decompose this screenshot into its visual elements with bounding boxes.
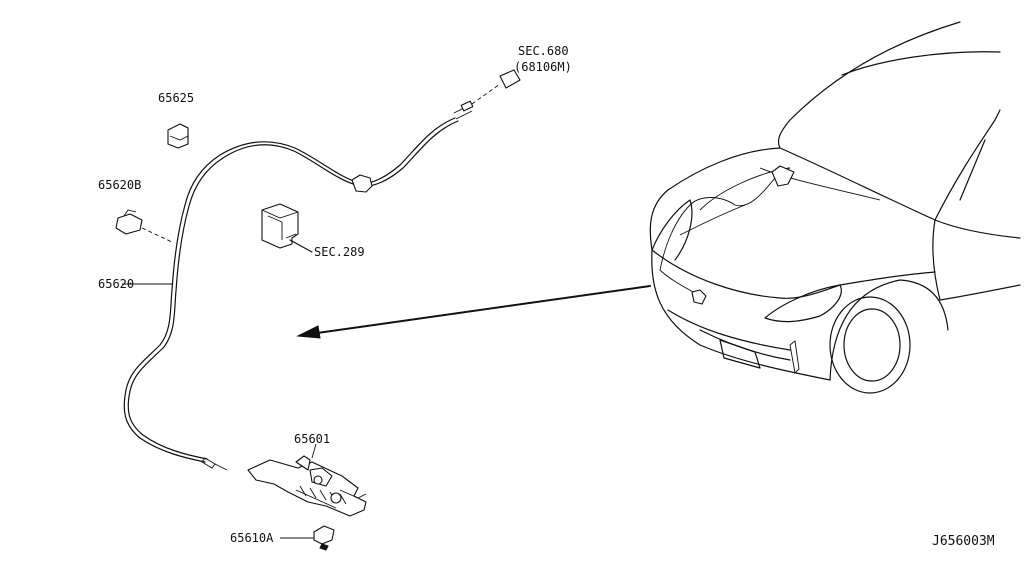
label-65601: 65601	[294, 432, 331, 446]
pointer-arrow	[296, 285, 651, 339]
label-sec289: SEC.289	[314, 245, 365, 259]
diagram-id: J656003M	[932, 534, 995, 549]
label-sec680: SEC.680	[518, 44, 569, 58]
label-sec680-code: (68106M)	[514, 60, 572, 74]
release-cable	[123, 100, 474, 471]
bracket-sec289	[261, 203, 313, 253]
leader-lines	[122, 283, 318, 539]
label-65625: 65625	[158, 91, 195, 105]
label-65620b: 65620B	[98, 178, 142, 192]
label-65610a: 65610A	[230, 531, 274, 545]
label-65620: 65620	[98, 277, 135, 291]
bolt-65610a	[313, 525, 335, 551]
clip-65625	[167, 123, 189, 149]
car-illustration	[649, 21, 1021, 394]
sec680-connector	[471, 69, 521, 105]
clip-65620b	[115, 209, 173, 243]
hood-lock-65601	[247, 455, 367, 517]
